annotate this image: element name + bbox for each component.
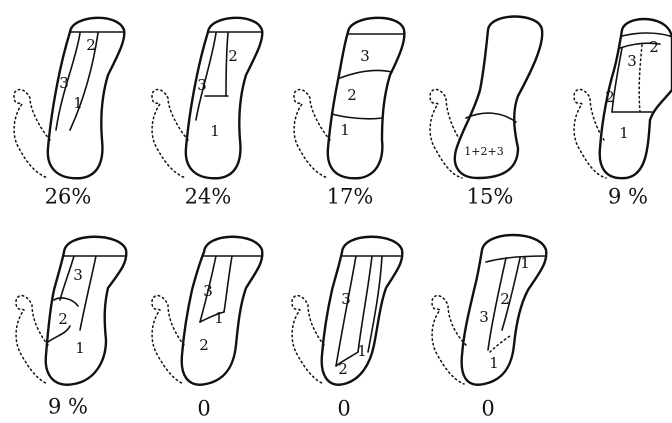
duodenum-loop [292,296,324,384]
segment-label: 1 [619,124,629,142]
segment-label: 2 [199,336,209,354]
stomach-outline [328,18,405,178]
duodenum-loop [432,296,466,384]
percentage-label: 0 [337,397,350,421]
segment-label: 1 [340,121,350,139]
figure-8: 3 1 2 0 [292,237,402,421]
segment-label: 1 [73,94,83,112]
stomach-outline [322,237,403,385]
segment-label: 1 [75,339,85,357]
duodenum-loop [16,296,48,384]
segment-label: 2 [58,310,68,328]
duodenum-loop [152,90,188,179]
segment-label: 2 [649,38,659,56]
segment-label: 3 [627,52,637,70]
segment-label: 3 [203,282,213,300]
figure-6: 3 2 1 9 % [16,237,126,419]
percentage-label: 0 [481,397,494,421]
percentage-label: 24% [185,185,232,209]
segment-label: 3 [197,76,207,94]
segment-label: 1 [489,354,499,372]
figure-2: 2 3 1 24% [152,18,262,209]
segment-label: 3 [73,266,83,284]
segment-label: 3 [360,47,370,65]
duodenum-loop [152,296,184,384]
figure-9: 1 2 3 1 0 [432,235,546,421]
segment-label: 2 [500,290,510,308]
segment-label: 1 [214,309,224,327]
percentage-label: 26% [45,185,92,209]
figure-4: 1+2+3 15% [430,17,542,209]
segment-label: 2 [605,88,615,106]
segment-label: 2 [338,360,348,378]
stomach-outline [462,235,547,385]
segment-label: 2 [86,36,96,54]
figure-3: 3 2 1 17% [294,18,404,209]
segment-label: 1 [210,122,220,140]
percentage-label: 9 % [48,395,88,419]
segment-label: 3 [59,74,69,92]
percentage-label: 0 [197,397,210,421]
duodenum-loop [294,90,330,179]
segment-label: 3 [341,290,351,308]
percentage-label: 17% [327,185,374,209]
stomach-outline [186,18,262,178]
figure-7: 3 1 2 0 [152,237,262,421]
duodenum-loop [430,90,462,179]
segment-label: 1 [357,342,367,360]
percentage-label: 15% [467,185,514,209]
figure-1: 2 3 1 26% [14,18,124,209]
figure-5: 3 2 2 1 9 % [574,19,672,208]
segment-label: 1 [520,254,530,272]
segment-label: 1+2+3 [464,145,503,158]
duodenum-loop [14,90,50,179]
segment-label: 3 [479,308,489,326]
segment-label: 2 [347,86,357,104]
segment-label: 2 [228,47,238,65]
percentage-label: 9 % [608,185,648,209]
